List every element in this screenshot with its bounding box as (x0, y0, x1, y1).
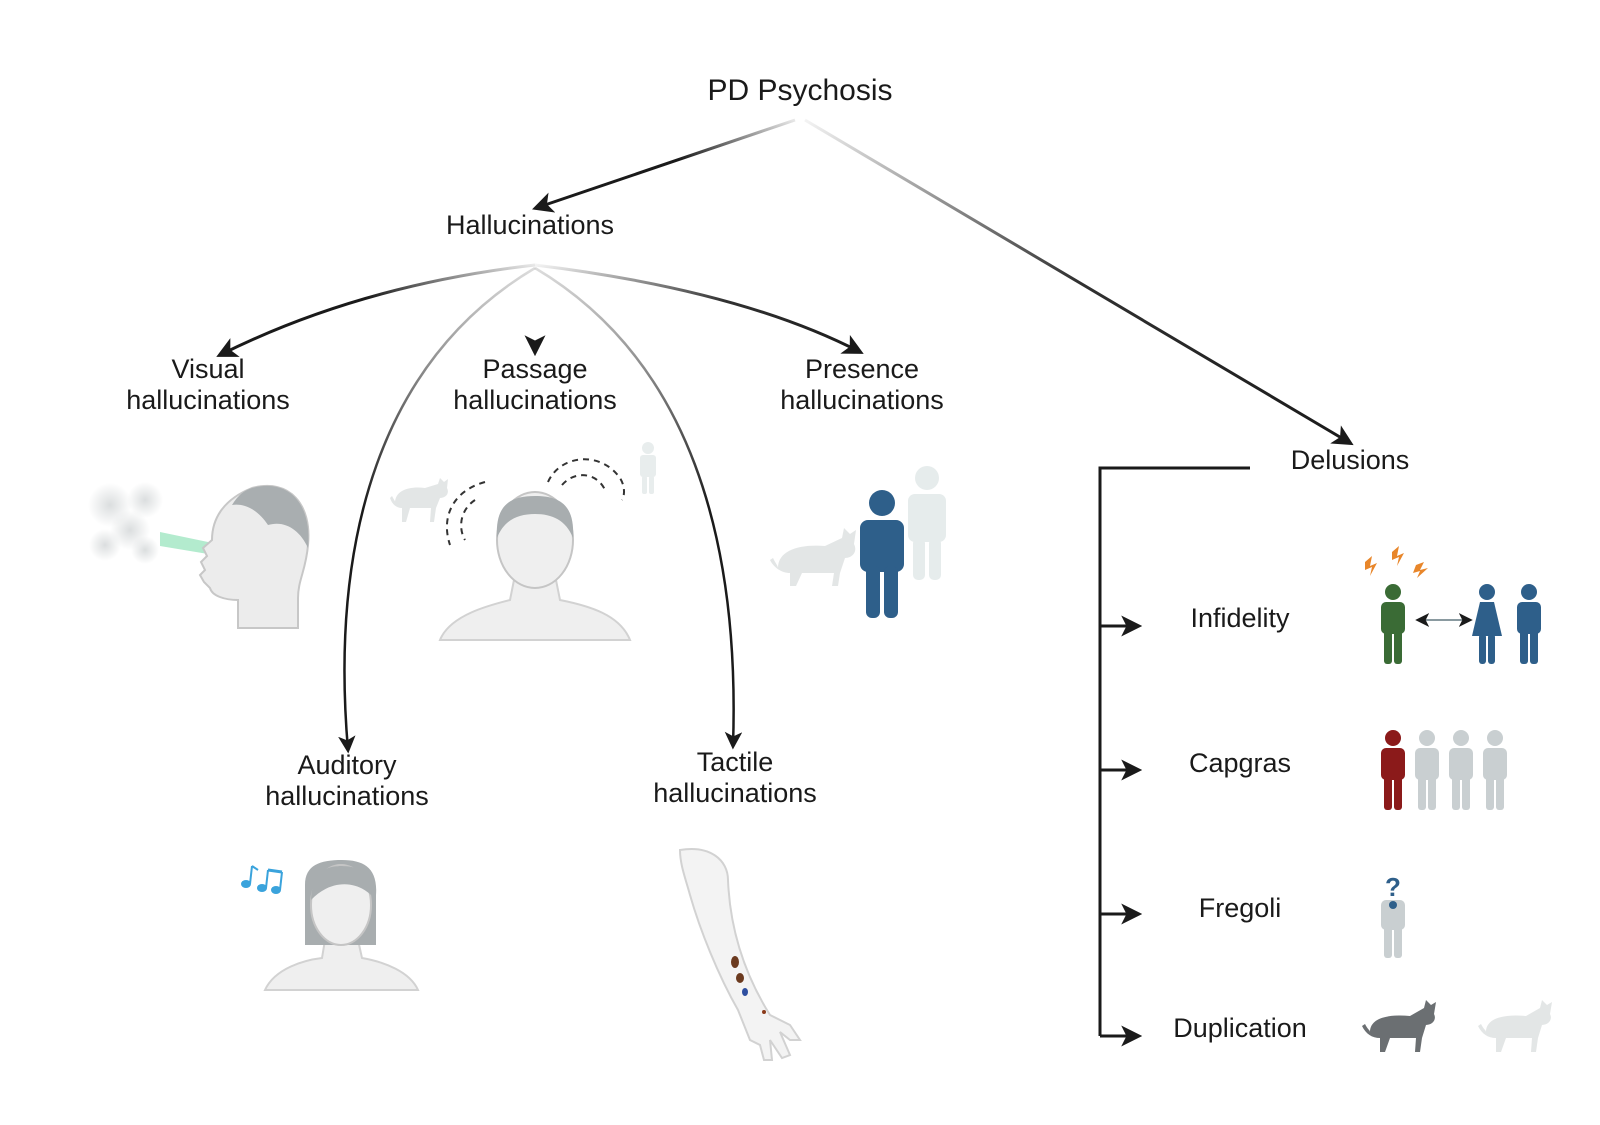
person-icon (860, 490, 904, 618)
delusion-duplication: Duplication (1173, 1013, 1307, 1043)
person-icon (1381, 900, 1405, 958)
delusion-infidelity: Infidelity (1190, 603, 1290, 633)
node-delusions: Delusions (1290, 445, 1410, 475)
duplication-illustration (1362, 1000, 1552, 1052)
fregoli-illustration: ? (1381, 872, 1405, 958)
delusion-arrows (1100, 615, 1143, 1047)
cat-icon (390, 478, 448, 522)
presence-illustration (770, 466, 946, 618)
small-person-icon (640, 442, 656, 494)
person-icon (1449, 730, 1473, 810)
edge-to-visual (216, 263, 536, 357)
node-auditory-hallucinations: Auditory hallucinations (265, 750, 429, 811)
person-icon (1517, 584, 1541, 664)
lightning-icon (1365, 546, 1428, 578)
music-notes-icon (241, 865, 283, 894)
person-icon (1415, 730, 1439, 810)
visual-illustration (88, 482, 310, 629)
person-icon (1381, 730, 1405, 810)
node-visual-hallucinations: Visual hallucinations (126, 354, 290, 415)
auditory-person-torso (263, 939, 420, 991)
auditory-illustration (241, 860, 420, 991)
pale-person-icon (908, 466, 946, 580)
edge-to-presence (534, 263, 864, 354)
node-hallucinations: Hallucinations (445, 210, 615, 240)
person-icon (1483, 730, 1507, 810)
delusions-bracket (1098, 466, 1250, 1036)
delusion-capgras: Capgras (1188, 748, 1292, 778)
delusion-fregoli: Fregoli (1198, 893, 1282, 923)
title-pd-psychosis: PD Psychosis (707, 74, 893, 107)
edge-psychosis-hallucinations (532, 118, 796, 213)
edge-to-tactile (534, 266, 743, 750)
node-presence-hallucinations: Presence hallucinations (780, 354, 944, 415)
question-mark-icon: ? (1385, 872, 1401, 902)
passage-illustration (390, 442, 656, 641)
tactile-illustration (678, 848, 802, 1061)
person-icon (1381, 584, 1405, 664)
capgras-illustration (1381, 730, 1507, 810)
cat-icon (1362, 1000, 1436, 1052)
infidelity-illustration (1365, 546, 1541, 664)
edge-psychosis-delusions (804, 118, 1354, 446)
edge-to-auditory (338, 266, 536, 754)
cat-icon (1478, 1000, 1552, 1052)
woman-icon (1472, 584, 1502, 664)
node-tactile-hallucinations: Tactile hallucinations (653, 747, 817, 808)
eye-beam-icon (160, 532, 208, 554)
arm-shape (678, 848, 802, 1061)
cat-icon (770, 528, 856, 586)
node-passage-hallucinations: Passage hallucinations (453, 354, 617, 415)
